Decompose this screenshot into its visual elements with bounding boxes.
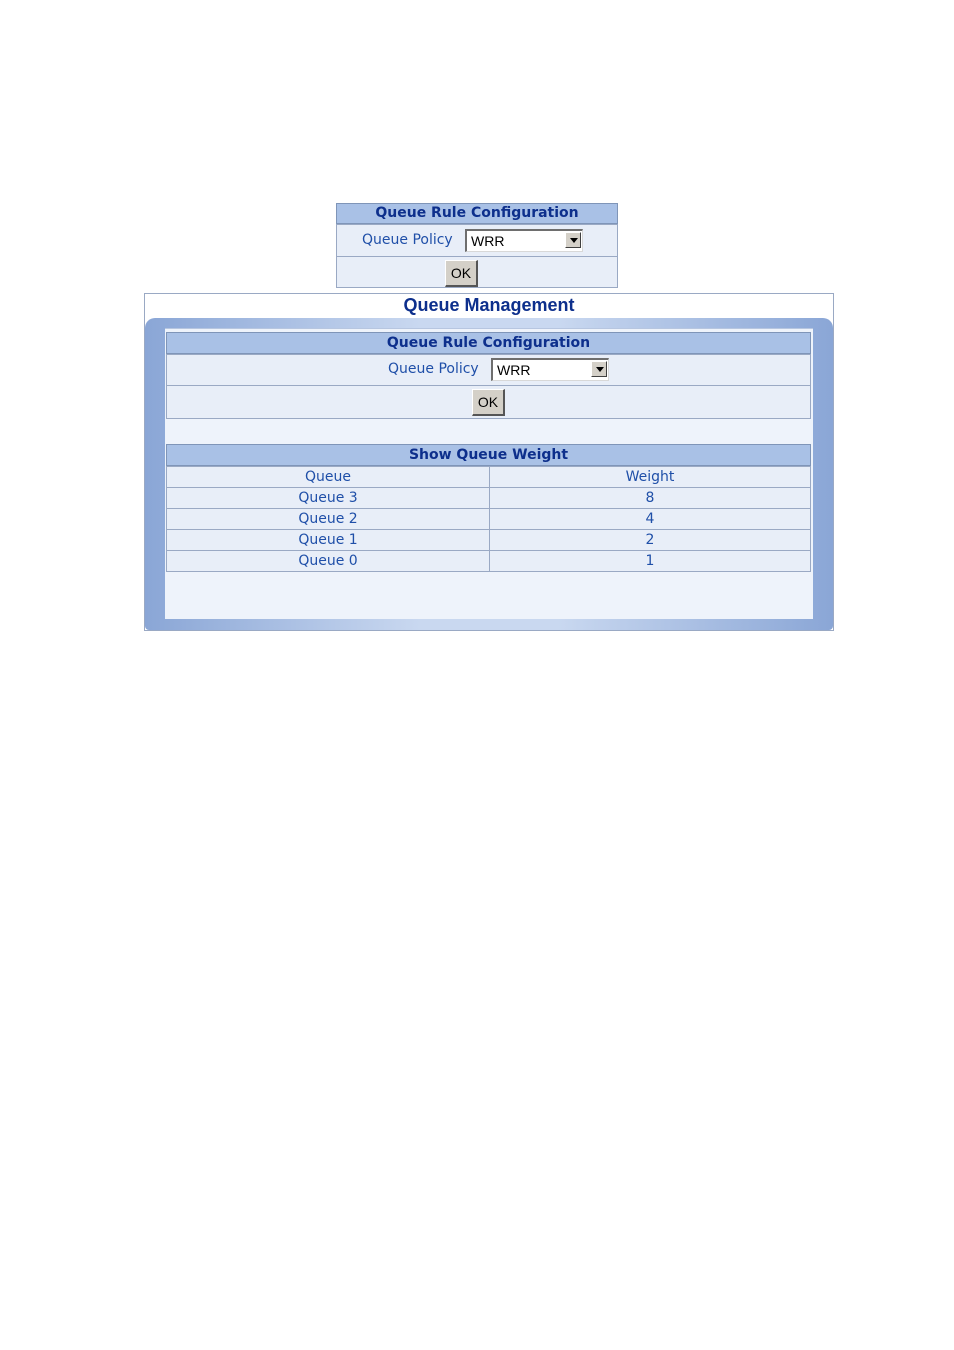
table-row: Queue 1 2 [167,530,811,551]
queue-policy-label: Queue Policy [388,361,479,377]
table-row: Queue 2 4 [167,509,811,530]
queue-weight-table: Queue Weight Queue 3 8 Queue 2 4 Queue 1… [166,466,811,572]
table-header-row: Queue Weight [167,467,811,488]
column-header-queue: Queue [167,467,490,488]
small-form-policy-value: WRR [471,233,504,249]
queue-name-cell: Queue 2 [167,509,490,530]
table-row: Queue 3 8 [167,488,811,509]
chevron-down-icon[interactable] [565,232,581,248]
panel-frame: Queue Rule Configuration Queue Policy WR… [145,318,833,630]
ok-button[interactable]: OK [472,389,505,416]
small-form-ok-button[interactable]: OK [445,260,478,287]
queue-weight-cell: 1 [490,551,811,572]
queue-management-panel: Queue Management Queue Rule Configuratio… [144,293,834,631]
small-form-ok-row: OK [336,256,618,288]
queue-policy-select[interactable]: WRR [491,358,609,381]
chevron-down-icon[interactable] [591,361,607,377]
page-title: Queue Management [145,294,833,318]
small-queue-rule-form: Queue Rule Configuration Queue Policy WR… [336,203,618,288]
small-form-header: Queue Rule Configuration [336,203,618,224]
small-form-policy-select[interactable]: WRR [465,229,583,252]
queue-name-cell: Queue 3 [167,488,490,509]
small-form-policy-label: Queue Policy [362,232,453,248]
queue-weight-cell: 4 [490,509,811,530]
small-form-policy-row: Queue Policy WRR [336,224,618,257]
column-header-weight: Weight [490,467,811,488]
queue-policy-ok-row: OK [166,385,811,419]
queue-weight-cell: 2 [490,530,811,551]
show-queue-weight-header: Show Queue Weight [166,444,811,466]
panel-content: Queue Rule Configuration Queue Policy WR… [165,328,813,619]
queue-weight-cell: 8 [490,488,811,509]
queue-name-cell: Queue 1 [167,530,490,551]
queue-policy-value: WRR [497,362,530,378]
queue-policy-row: Queue Policy WRR [166,354,811,386]
queue-rule-config-header: Queue Rule Configuration [166,332,811,354]
table-row: Queue 0 1 [167,551,811,572]
queue-name-cell: Queue 0 [167,551,490,572]
